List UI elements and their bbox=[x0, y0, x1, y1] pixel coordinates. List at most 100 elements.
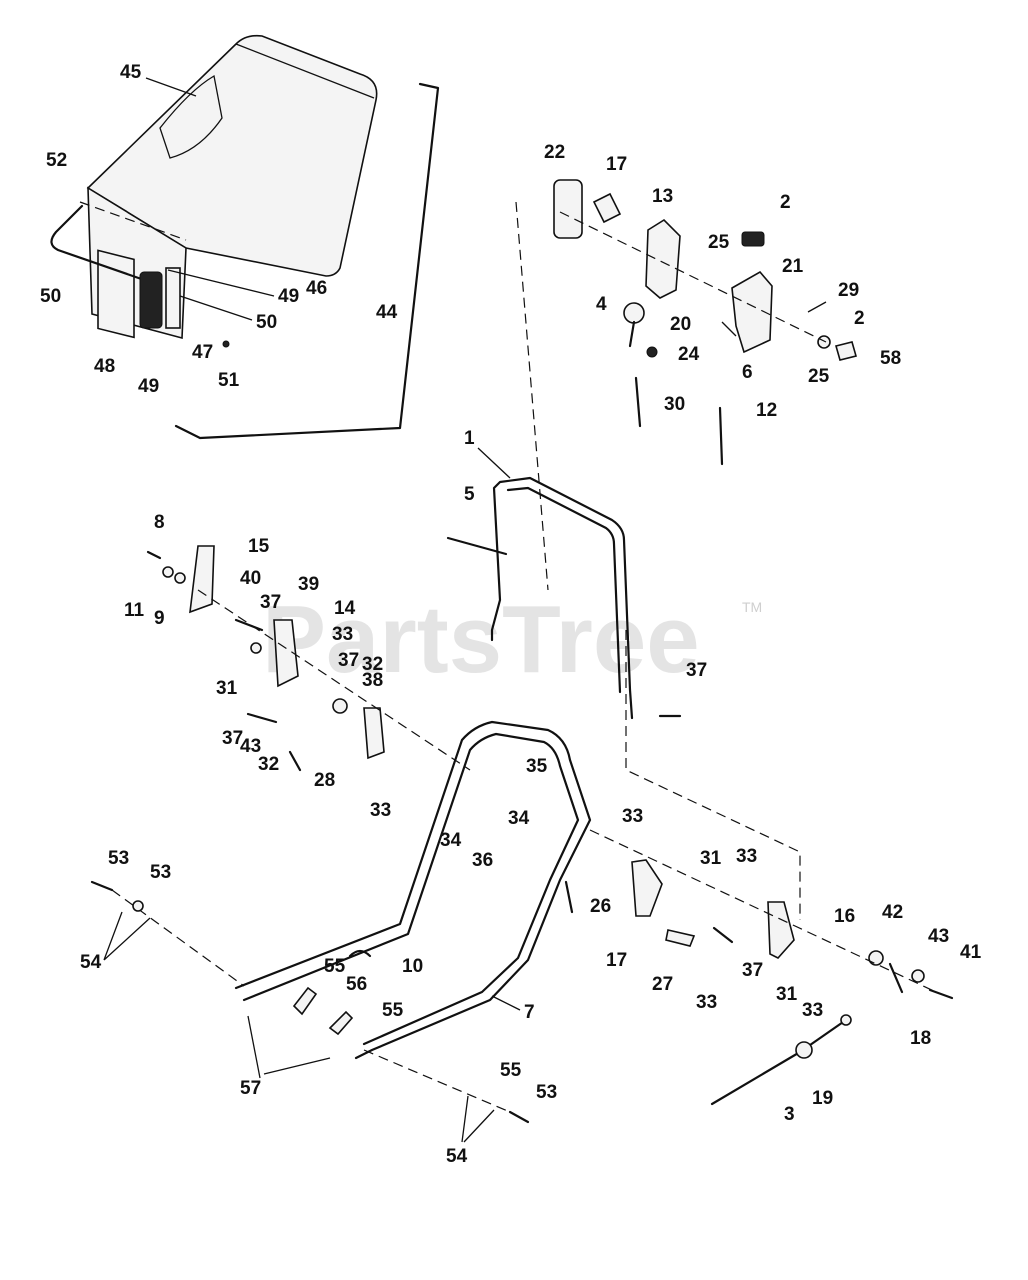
callout-40: 40 bbox=[240, 568, 261, 589]
callout-5: 5 bbox=[464, 484, 475, 505]
callout-15: 15 bbox=[248, 536, 270, 557]
lower-fasteners bbox=[90, 880, 530, 1124]
left-linkage bbox=[146, 545, 471, 772]
callout-34a: 34 bbox=[508, 808, 530, 829]
leader-1 bbox=[477, 447, 511, 479]
upper-handle bbox=[446, 476, 801, 920]
rod-30 bbox=[634, 376, 642, 428]
callout-31b: 31 bbox=[700, 848, 722, 869]
callout-11: 11 bbox=[124, 600, 145, 621]
key-58 bbox=[835, 341, 857, 361]
control-knob bbox=[623, 302, 645, 324]
bottom-bolt-axis bbox=[363, 1049, 511, 1113]
callout-33a: 33 bbox=[332, 624, 353, 645]
wire-12 bbox=[718, 406, 724, 466]
callout-56: 56 bbox=[346, 974, 367, 995]
callout-33f: 33 bbox=[802, 1000, 823, 1021]
bracket-16 bbox=[767, 901, 795, 959]
bolt-37-a bbox=[234, 618, 264, 632]
control-cover bbox=[731, 270, 773, 354]
washer-11 bbox=[162, 566, 174, 578]
control-plate bbox=[553, 179, 583, 239]
control-left-line bbox=[515, 201, 549, 591]
leader-57 bbox=[247, 1015, 331, 1079]
control-axis-line bbox=[559, 211, 827, 343]
callout-45: 45 bbox=[120, 62, 142, 83]
bolt-37-b bbox=[246, 712, 278, 724]
callout-12: 12 bbox=[756, 400, 777, 421]
watermark-trademark: TM bbox=[742, 599, 762, 615]
callout-50a: 50 bbox=[40, 286, 61, 307]
callout-52: 52 bbox=[46, 150, 67, 171]
bag-window bbox=[159, 74, 223, 159]
leader-49a bbox=[167, 269, 275, 297]
right-linkage bbox=[589, 829, 954, 1000]
callout-2b: 2 bbox=[854, 308, 865, 329]
bolt-41 bbox=[928, 988, 954, 1000]
spring-18 bbox=[888, 962, 904, 994]
washer-53 bbox=[132, 900, 144, 912]
handle-bar-7-left bbox=[234, 720, 592, 1060]
callout-35: 35 bbox=[526, 756, 548, 777]
grass-bag-cover bbox=[86, 34, 378, 277]
callout-55b: 55 bbox=[382, 1000, 404, 1021]
spring-28 bbox=[288, 750, 302, 772]
callout-37a: 37 bbox=[686, 660, 707, 681]
callout-53c: 53 bbox=[536, 1082, 557, 1103]
callout-2a: 2 bbox=[780, 192, 791, 213]
callout-49b: 49 bbox=[138, 376, 159, 397]
callout-26: 26 bbox=[590, 896, 611, 917]
callout-44: 44 bbox=[376, 302, 398, 323]
bolt-8 bbox=[146, 550, 162, 560]
control-housing bbox=[645, 218, 681, 299]
bag-bracket bbox=[165, 267, 181, 329]
switch-2 bbox=[741, 231, 765, 247]
callout-32b: 32 bbox=[258, 754, 279, 775]
plate-38 bbox=[363, 707, 385, 760]
callout-14: 14 bbox=[334, 598, 356, 619]
link-56a bbox=[292, 986, 318, 1016]
callout-1: 1 bbox=[464, 428, 475, 449]
callout-37b: 37 bbox=[260, 592, 281, 613]
callout-53a: 53 bbox=[108, 848, 129, 869]
bracket-17 bbox=[631, 859, 663, 917]
bag-latch bbox=[139, 271, 163, 329]
handle-bar-1-inner bbox=[506, 486, 622, 694]
callout-38: 38 bbox=[362, 670, 383, 691]
bag-top-edge bbox=[235, 43, 375, 99]
callout-3: 3 bbox=[784, 1104, 795, 1125]
leader-45 bbox=[145, 77, 197, 97]
callout-31a: 31 bbox=[216, 678, 238, 699]
bracket-15-40 bbox=[189, 545, 215, 614]
callout-30: 30 bbox=[664, 394, 685, 415]
callout-21: 21 bbox=[782, 256, 804, 277]
plate-39 bbox=[273, 619, 299, 688]
callout-13: 13 bbox=[652, 186, 673, 207]
callout-36: 36 bbox=[472, 850, 493, 871]
washer-2 bbox=[817, 335, 831, 349]
callout-39: 39 bbox=[298, 574, 319, 595]
grass-bag-group-bracket bbox=[174, 82, 440, 440]
callout-16: 16 bbox=[834, 906, 855, 927]
bag-handle bbox=[50, 204, 152, 284]
control-cable bbox=[710, 1014, 852, 1106]
callout-54a: 54 bbox=[80, 952, 102, 973]
bag-screw bbox=[222, 340, 230, 348]
callout-41: 41 bbox=[960, 942, 982, 963]
washer-31 bbox=[250, 642, 262, 654]
clip-10 bbox=[348, 949, 372, 958]
callout-37d: 37 bbox=[222, 728, 243, 749]
control-assembly bbox=[515, 179, 857, 591]
callout-9: 9 bbox=[154, 608, 165, 629]
bolt-53-bottom bbox=[508, 1110, 530, 1124]
bolt-37-right bbox=[712, 926, 734, 944]
link-27 bbox=[665, 929, 696, 947]
callout-19: 19 bbox=[812, 1088, 833, 1109]
callout-24: 24 bbox=[678, 344, 700, 365]
bolt-53-left bbox=[90, 880, 114, 892]
callout-47: 47 bbox=[192, 342, 213, 363]
pin-26 bbox=[564, 880, 574, 914]
washer-43 bbox=[911, 969, 925, 983]
callout-51: 51 bbox=[218, 370, 240, 391]
